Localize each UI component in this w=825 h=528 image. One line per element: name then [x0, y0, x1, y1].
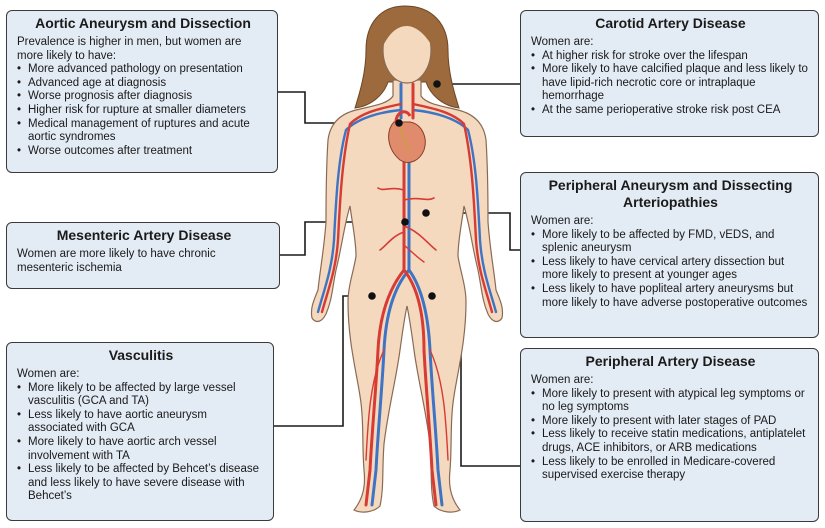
list-item: More likely to have aortic arch vessel i… [17, 436, 265, 463]
heart [388, 110, 426, 163]
dot-peripheral-aneurysm [422, 209, 430, 217]
list-item: More likely to be affected by large vess… [17, 382, 265, 409]
list-item: More likely to present with later stages… [531, 415, 810, 429]
dot-vasculitis [368, 292, 376, 300]
list-item: Less likely to have cervical artery diss… [531, 256, 810, 283]
list-item: Less likely to be affected by Behcet’s d… [17, 463, 265, 504]
peripheral-artery-disease-box: Peripheral Artery Disease Women are: Mor… [520, 348, 819, 522]
list-item: Higher risk for rupture at smaller diame… [17, 104, 269, 118]
pad-intro: Women are: [531, 374, 594, 386]
list-item: Worse prognosis after diagnosis [17, 90, 269, 104]
mesenteric-artery-box: Mesenteric Artery Disease Women are more… [6, 222, 280, 289]
pad-title: Peripheral Artery Disease [585, 353, 756, 369]
peripheral-aneurysm-intro: Women are: [531, 215, 594, 227]
vasculitis-title: Vasculitis [108, 347, 174, 363]
peripheral-aneurysm-title: Peripheral Aneurysm and Dissecting Arter… [548, 177, 793, 210]
list-item: At higher risk for stroke over the lifes… [531, 50, 810, 64]
list-item: More advanced pathology on presentation [17, 63, 269, 77]
vasculitis-list: More likely to be affected by large vess… [17, 382, 265, 504]
list-item: Advanced age at diagnosis [17, 77, 269, 91]
carotid-list: At higher risk for stroke over the lifes… [531, 50, 810, 118]
hair-fringe [383, 15, 432, 46]
list-item: Less likely to have popliteal artery ane… [531, 283, 810, 310]
list-item: Less likely to receive statin medication… [531, 428, 810, 455]
mesenteric-title: Mesenteric Artery Disease [56, 227, 232, 243]
peripheral-aneurysm-list: More likely to be affected by FMD, vEDS,… [531, 229, 810, 311]
carotid-artery-box: Carotid Artery Disease Women are: At hig… [520, 10, 819, 137]
carotid-title: Carotid Artery Disease [595, 15, 746, 31]
vasculitis-intro: Women are: [17, 368, 80, 380]
list-item: More likely to present with atypical leg… [531, 388, 810, 415]
list-item: Medical management of ruptures and acute… [17, 118, 269, 145]
peripheral-aneurysm-box: Peripheral Aneurysm and Dissecting Arter… [520, 172, 819, 338]
dot-pad [428, 292, 436, 300]
connection-dots [368, 80, 441, 300]
dot-carotid [433, 80, 441, 88]
pad-list: More likely to present with atypical leg… [531, 388, 810, 483]
list-item: More likely to have calcified plaque and… [531, 63, 810, 104]
body-silhouette [310, 79, 504, 513]
carotid-intro: Women are: [531, 36, 594, 48]
mesenteric-intro: Women are more likely to have chronic me… [17, 248, 216, 274]
aortic-intro: Prevalence is higher in men, but women a… [17, 36, 242, 62]
dot-mesenteric [401, 218, 409, 226]
list-item: Less likely to have aortic aneurysm asso… [17, 409, 265, 436]
list-item: At the same perioperative stroke risk po… [531, 104, 810, 118]
vasculitis-box: Vasculitis Women are: More likely to be … [6, 342, 274, 521]
list-item: More likely to be affected by FMD, vEDS,… [531, 229, 810, 256]
list-item: Less likely to be enrolled in Medicare-c… [531, 456, 810, 483]
list-item: Worse outcomes after treatment [17, 145, 269, 159]
aortic-list: More advanced pathology on presentation … [17, 63, 269, 158]
aortic-aneurysm-box: Aortic Aneurysm and Dissection Prevalenc… [6, 10, 278, 173]
dot-aortic [395, 119, 403, 127]
aortic-title: Aortic Aneurysm and Dissection [35, 15, 251, 31]
